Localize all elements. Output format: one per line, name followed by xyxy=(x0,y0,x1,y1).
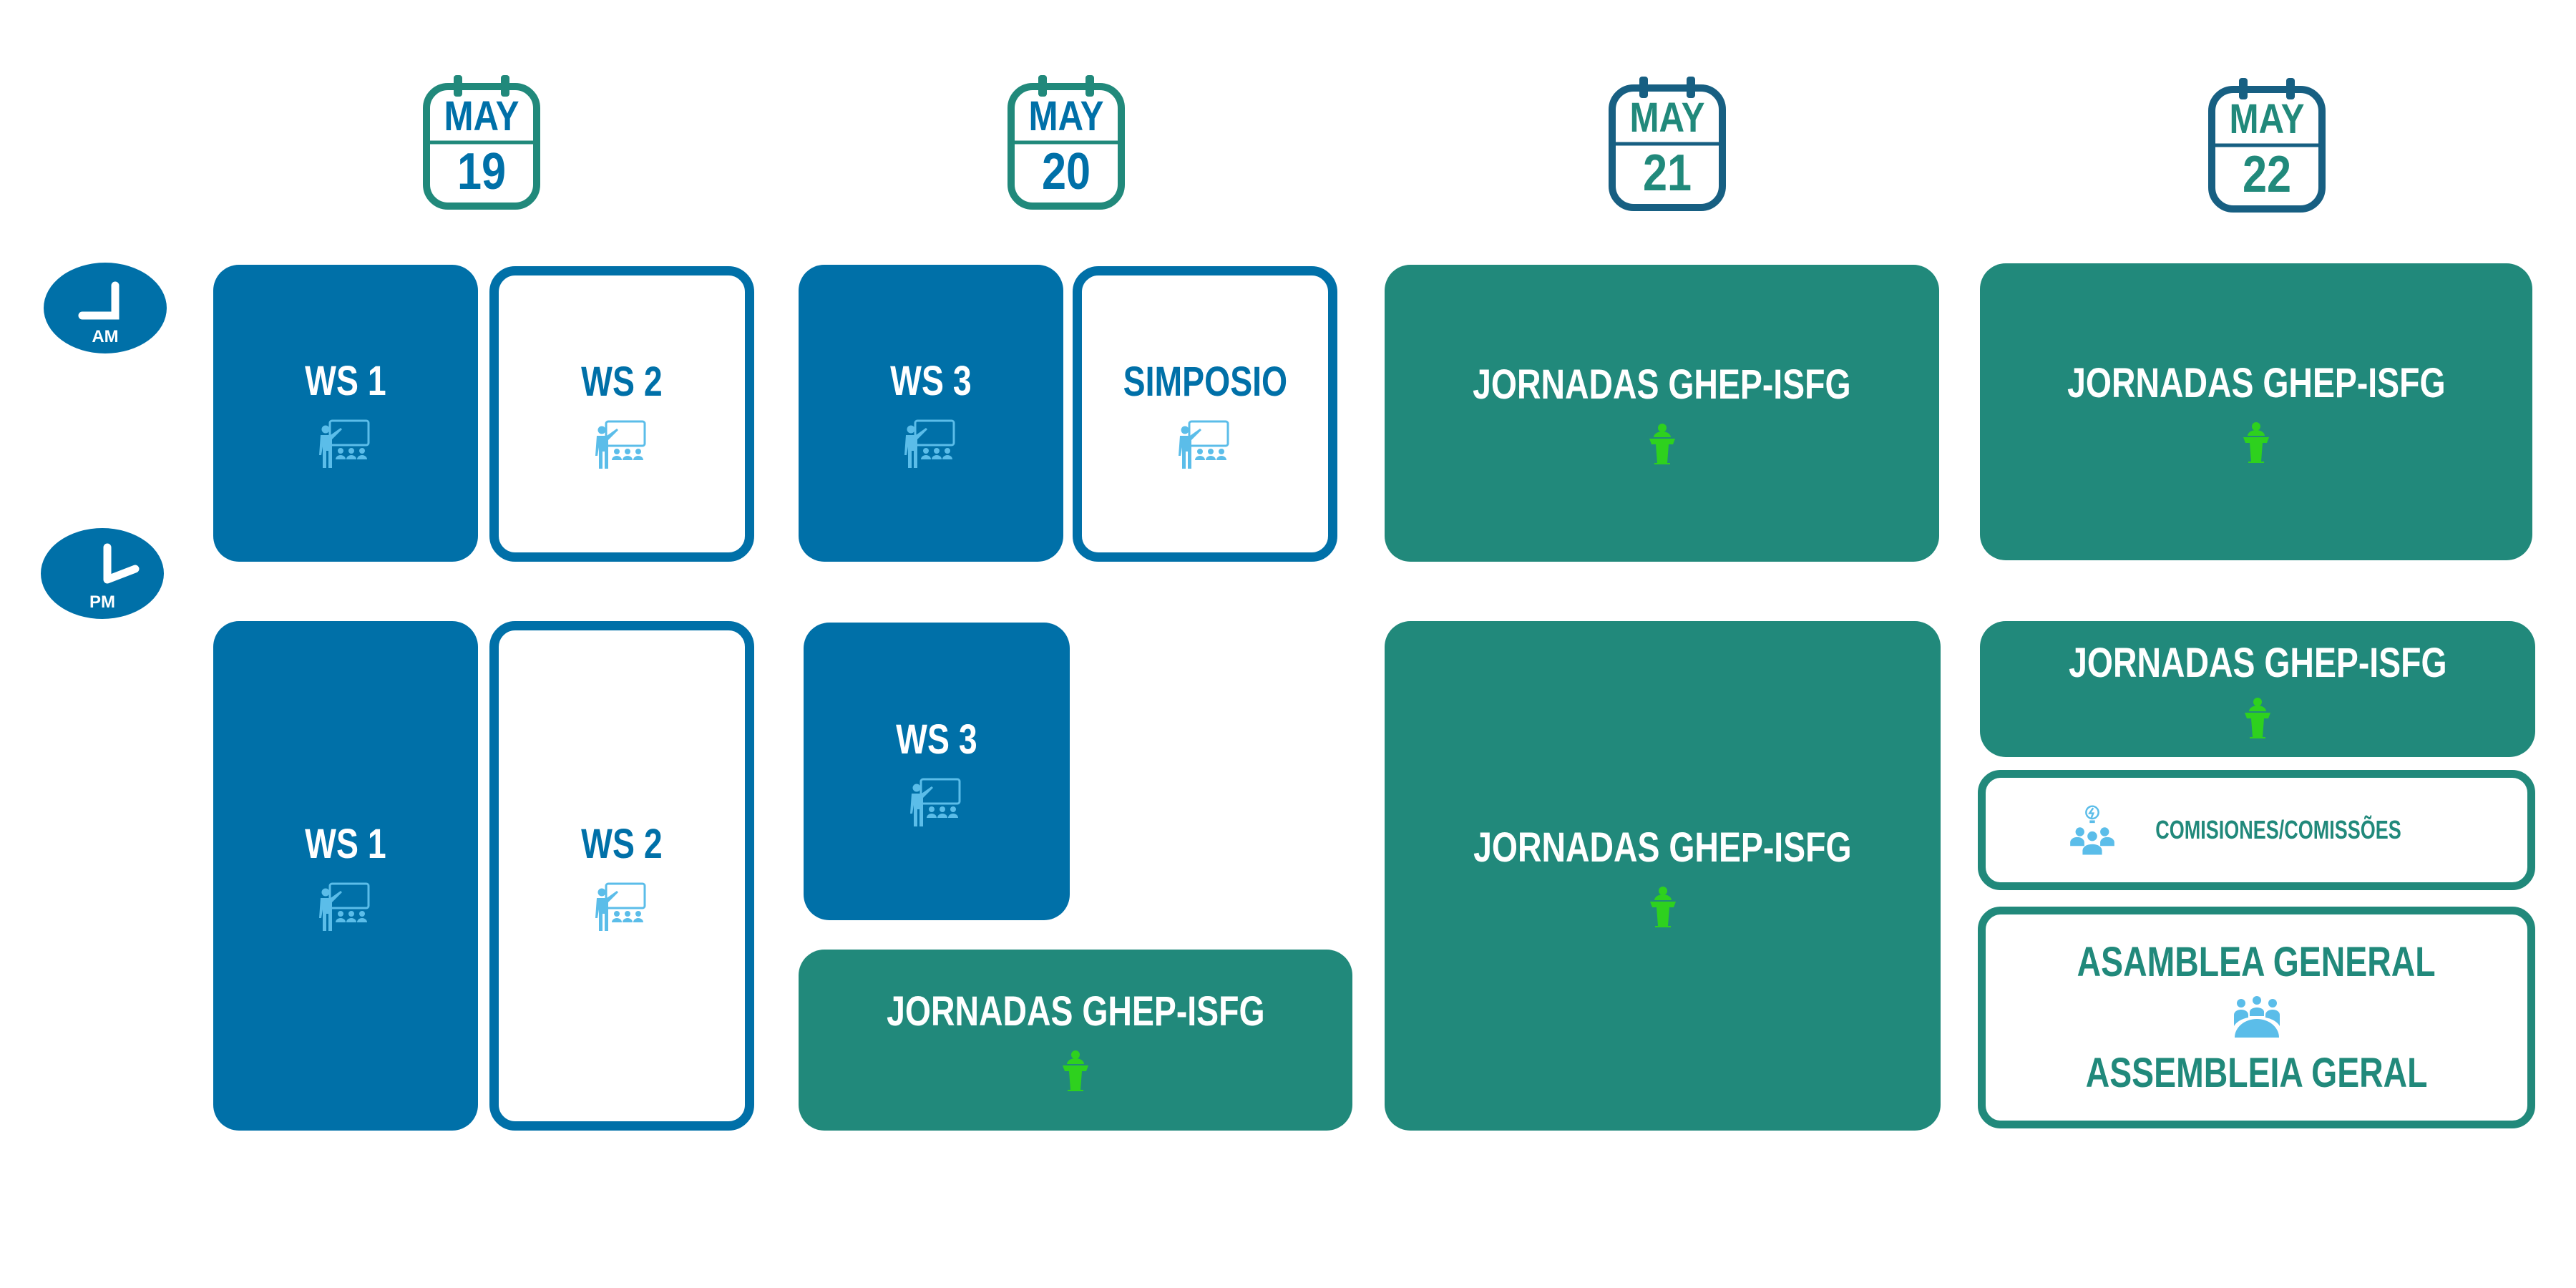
meeting-table-icon xyxy=(2234,996,2280,1039)
session-title: WS 1 xyxy=(305,358,386,404)
am-clock: AM xyxy=(44,263,167,353)
teacher-icon xyxy=(593,420,650,470)
pm-clock: PM xyxy=(41,528,164,619)
session-title: JORNADAS GHEP-ISFG xyxy=(1473,824,1852,871)
session-title: JORNADAS GHEP-ISFG xyxy=(1473,361,1851,408)
session-title: WS 3 xyxy=(896,716,977,763)
session-title: SIMPOSIO xyxy=(1123,358,1287,405)
calendar-icon xyxy=(423,75,540,210)
session-title-es: ASAMBLEA GENERAL xyxy=(2077,939,2436,985)
session-ws2-pm[interactable]: WS 2 xyxy=(489,621,754,1131)
teacher-icon xyxy=(902,419,960,469)
calendar-icon xyxy=(1609,77,1726,211)
am-label: AM xyxy=(92,327,119,346)
teacher-icon xyxy=(317,882,374,932)
session-title: WS 2 xyxy=(581,820,663,867)
session-title: WS 3 xyxy=(890,358,972,404)
session-jornadas-22-am[interactable]: JORNADAS GHEP-ISFG xyxy=(1980,263,2532,560)
teacher-icon xyxy=(1176,420,1234,470)
session-title: JORNADAS GHEP-ISFG xyxy=(2067,360,2446,406)
clock-icon xyxy=(103,543,140,584)
teacher-icon xyxy=(908,778,965,828)
session-title: JORNADAS GHEP-ISFG xyxy=(2068,639,2447,686)
calendar-month: MAY xyxy=(1629,94,1705,141)
pm-label: PM xyxy=(89,592,115,612)
podium-icon xyxy=(1649,886,1677,929)
calendar-may-19: MAY 19 xyxy=(421,74,542,211)
session-ws3-am[interactable]: WS 3 xyxy=(799,265,1063,562)
session-ws2-am[interactable]: WS 2 xyxy=(489,266,754,562)
session-title: JORNADAS GHEP-ISFG xyxy=(886,988,1265,1035)
session-ws1-am[interactable]: WS 1 xyxy=(213,265,478,562)
podium-icon xyxy=(2243,697,2272,740)
clock-icon xyxy=(78,281,119,320)
calendar-day: 21 xyxy=(1642,145,1692,202)
calendar-month: MAY xyxy=(444,93,519,140)
calendar-icon xyxy=(2208,78,2326,213)
calendar-may-20: MAY 20 xyxy=(1006,74,1126,211)
session-jornadas-22-pm[interactable]: JORNADAS GHEP-ISFG xyxy=(1980,621,2535,757)
podium-icon xyxy=(1061,1050,1090,1093)
session-asamblea[interactable]: ASAMBLEA GENERAL ASSEMBLEIA GERAL xyxy=(1978,907,2535,1128)
teacher-icon xyxy=(317,419,374,469)
teacher-icon xyxy=(593,882,650,932)
calendar-may-21: MAY 21 xyxy=(1607,75,1727,213)
session-comisiones[interactable]: COMISIONES/COMISSÕES xyxy=(1978,770,2535,890)
group-idea-icon xyxy=(2070,804,2114,857)
session-title: COMISIONES/COMISSÕES xyxy=(2155,815,2402,844)
podium-icon xyxy=(2242,421,2270,464)
calendar-month: MAY xyxy=(1028,93,1104,140)
podium-icon xyxy=(1648,423,1677,466)
calendar-day: 19 xyxy=(457,143,507,200)
session-ws1-pm[interactable]: WS 1 xyxy=(213,621,478,1131)
session-jornadas-21-pm[interactable]: JORNADAS GHEP-ISFG xyxy=(1385,621,1941,1131)
calendar-month: MAY xyxy=(2229,96,2305,142)
calendar-day: 20 xyxy=(1041,143,1091,200)
session-title: WS 2 xyxy=(581,358,663,405)
session-jornadas-21-am[interactable]: JORNADAS GHEP-ISFG xyxy=(1385,265,1939,562)
calendar-day: 22 xyxy=(2242,146,2292,203)
session-ws3-pm[interactable]: WS 3 xyxy=(804,623,1070,920)
calendar-may-22: MAY 22 xyxy=(2207,77,2327,214)
calendar-icon xyxy=(1008,75,1125,210)
session-title-pt: ASSEMBLEIA GERAL xyxy=(2085,1050,2428,1096)
session-simposio-am[interactable]: SIMPOSIO xyxy=(1073,266,1337,562)
session-jornadas-20-pm[interactable]: JORNADAS GHEP-ISFG xyxy=(799,950,1352,1131)
session-title: WS 1 xyxy=(305,820,386,867)
